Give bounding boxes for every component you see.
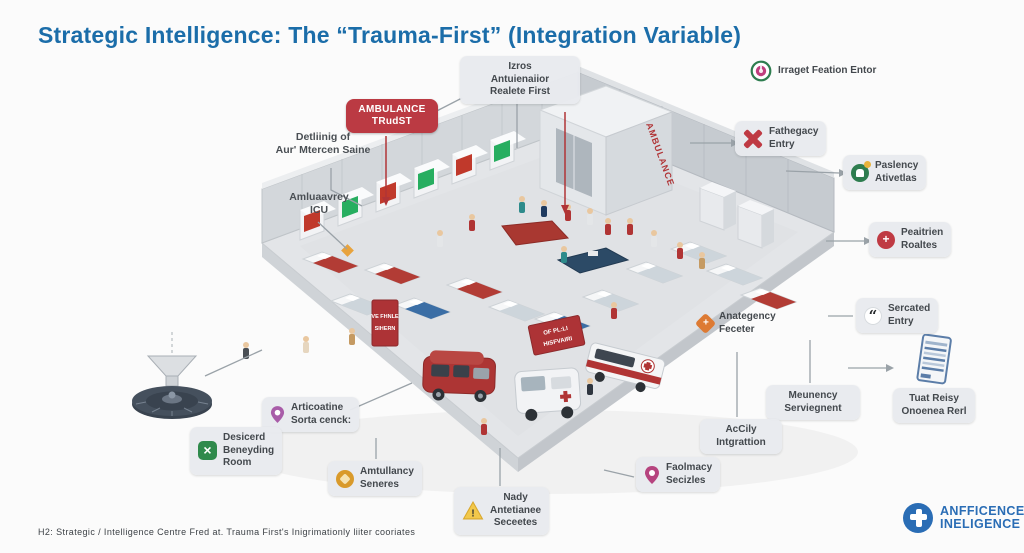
- svg-text:OF PL:LI: OF PL:LI: [543, 326, 569, 337]
- red-sign-vertical: VE FHNLE SIHERN: [371, 299, 399, 347]
- floor-inner: [300, 144, 798, 436]
- red-van: [422, 350, 496, 402]
- svg-text:!: !: [471, 508, 475, 520]
- red-connectors: [382, 112, 569, 214]
- connector-lines: [204, 97, 886, 486]
- funnel-device-icon: [132, 332, 212, 419]
- callout-target-entry: Irraget Feation Entor: [750, 60, 876, 82]
- x-mark-icon: [743, 128, 763, 149]
- svg-text:SIHERN: SIHERN: [375, 326, 396, 332]
- red-sign-tilted: OF PL:LI HISFVAIRI: [527, 315, 586, 356]
- tablet-icon: [913, 334, 955, 386]
- warning-triangle-icon: !: [462, 501, 484, 520]
- svg-text:VE FHNLE: VE FHNLE: [371, 314, 399, 320]
- green-square-x-icon: ×: [198, 441, 217, 461]
- gold-circle-icon: [336, 469, 354, 488]
- ambulance-entrance-tower: AMBULANCE: [538, 85, 676, 216]
- hospital-beds: [301, 241, 798, 334]
- medical-cabinets: [299, 130, 774, 249]
- green-badge-icon: [851, 160, 871, 182]
- footer-caption: H2: Strategic / Intelligence Centre Fred…: [38, 527, 416, 537]
- page-title: Strategic Intelligence: The “Trauma-Firs…: [38, 22, 742, 48]
- target-icon: [750, 60, 772, 82]
- people-figures: [243, 196, 705, 435]
- violet-pin-icon: [270, 405, 285, 424]
- red-carpet: [501, 220, 570, 246]
- quote-icon: “: [864, 306, 882, 325]
- pink-pin-icon: [644, 465, 660, 485]
- red-circle-plus-icon: +: [877, 230, 895, 249]
- ambulance-van: [585, 342, 666, 393]
- orange-diamond-icon: +: [694, 312, 717, 335]
- navy-desk: [556, 247, 630, 274]
- slab-left: [262, 243, 518, 472]
- white-van: [514, 367, 582, 421]
- brand-logo-icon: [903, 503, 933, 533]
